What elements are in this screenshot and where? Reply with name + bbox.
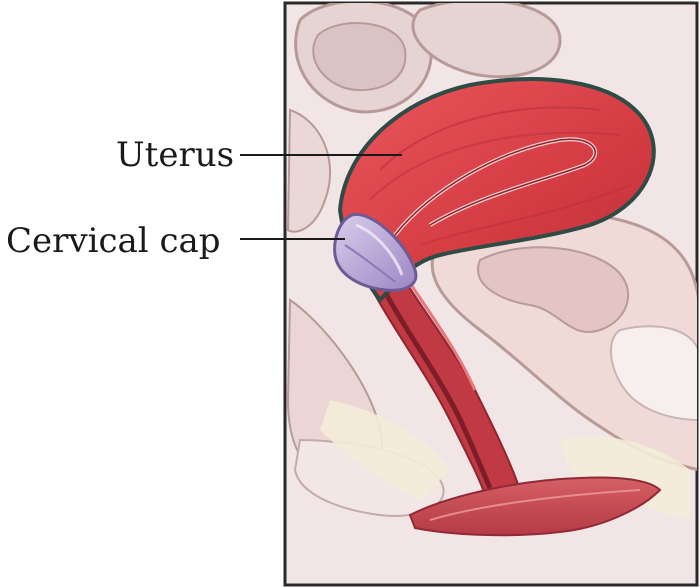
uterus-label: Uterus (116, 138, 234, 172)
cervical-cap-label: Cervical cap (6, 224, 221, 258)
